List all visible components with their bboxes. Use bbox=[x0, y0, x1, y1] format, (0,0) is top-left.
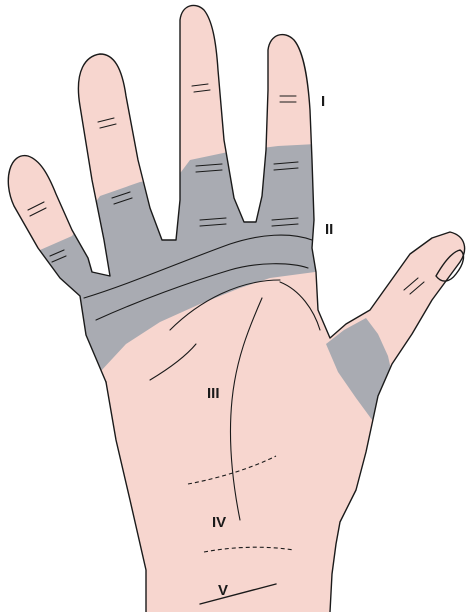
zone-label-3: III bbox=[207, 386, 220, 401]
zone-label-5: V bbox=[218, 583, 228, 598]
zone-label-1: I bbox=[321, 94, 325, 109]
hand-skin bbox=[8, 5, 464, 612]
zone-label-4: IV bbox=[212, 515, 226, 530]
zone-label-2: II bbox=[325, 222, 333, 237]
